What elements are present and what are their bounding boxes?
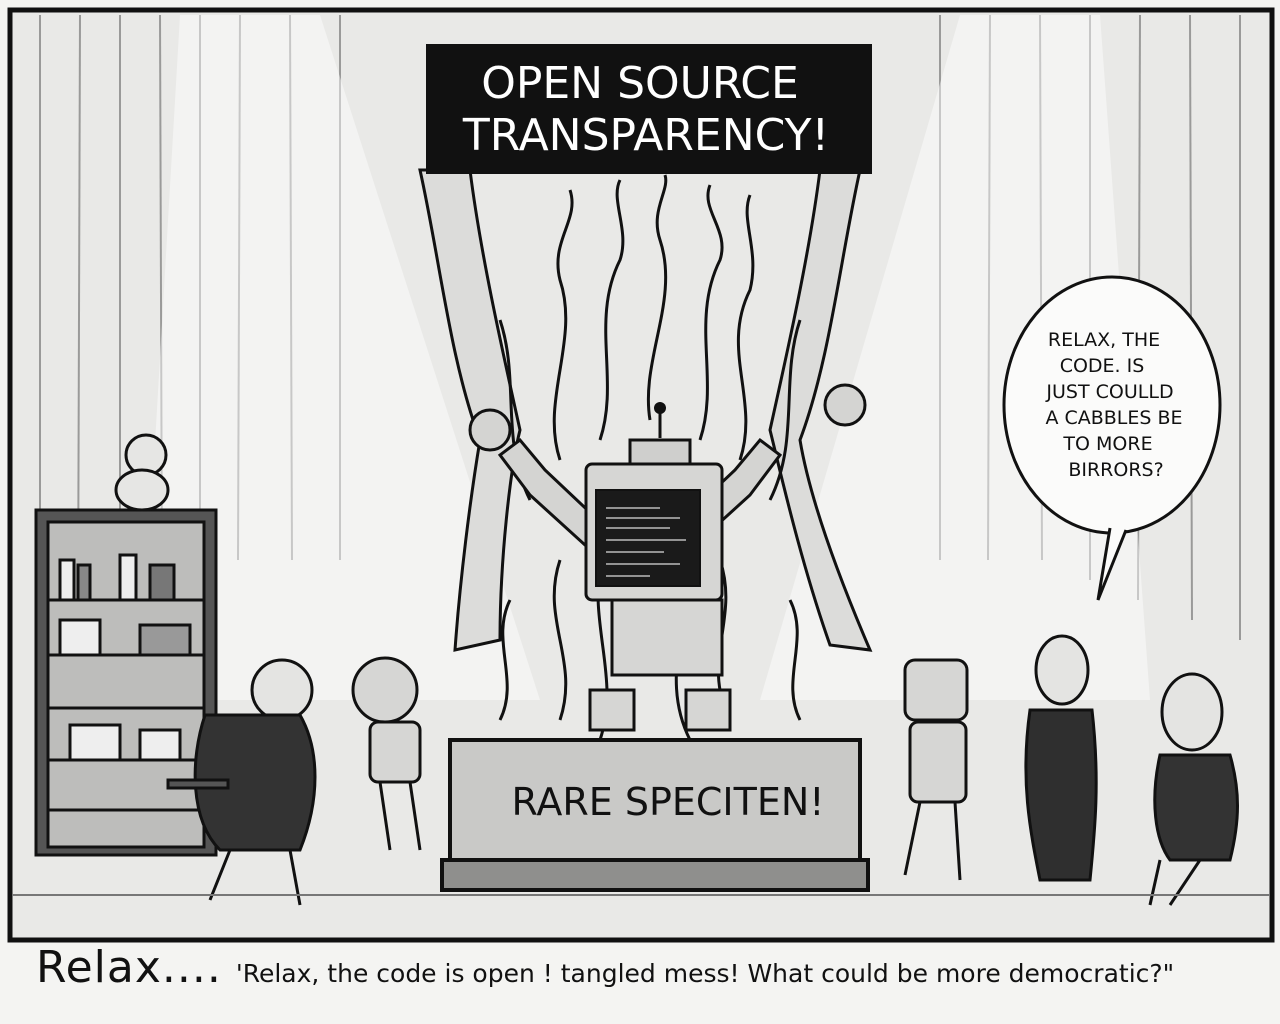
speech-line-4: A CABBLES BE — [1045, 407, 1182, 429]
caption: Relax.... 'Relax, the code is open ! tan… — [36, 942, 1256, 1012]
spotlight-right — [760, 15, 1150, 700]
man-standing-suit — [1024, 634, 1098, 882]
man-seated-left — [166, 658, 317, 906]
robot-seated-right — [903, 658, 969, 881]
speech-line-3: JUST COULLD — [1045, 381, 1173, 403]
desk-sign: RARE SPECITEN! — [511, 780, 824, 824]
baby-figure — [114, 433, 170, 512]
main-robot — [584, 402, 732, 732]
robot-arms — [468, 383, 867, 548]
banner-line-1: OPEN SOURCE — [481, 58, 799, 109]
spotlight-left — [140, 15, 540, 700]
speech-line-6: BIRRORS? — [1068, 459, 1163, 481]
robot-seated-left — [351, 656, 422, 851]
speech-bubble — [1002, 275, 1222, 601]
curtain-left — [418, 168, 522, 652]
curtain-right — [768, 168, 873, 652]
man-seated-laughing — [1148, 672, 1239, 906]
bookshelf — [34, 508, 218, 857]
caption-quote: 'Relax, the code is open ! tangled mess!… — [235, 959, 1175, 988]
desk — [440, 738, 870, 892]
speech-line-5: TO MORE — [1062, 433, 1152, 455]
speech-line-2: CODE. IS — [1060, 355, 1145, 377]
caption-lead: Relax.... — [36, 942, 222, 993]
banner-line-2: TRANSPARENCY! — [462, 110, 829, 161]
robot-screen — [595, 489, 701, 587]
speech-bubble-text: RELAX, THE CODE. IS JUST COULLD A CABBLE… — [1045, 329, 1182, 481]
banner-background — [426, 44, 872, 174]
speech-line-1: RELAX, THE — [1048, 329, 1160, 351]
